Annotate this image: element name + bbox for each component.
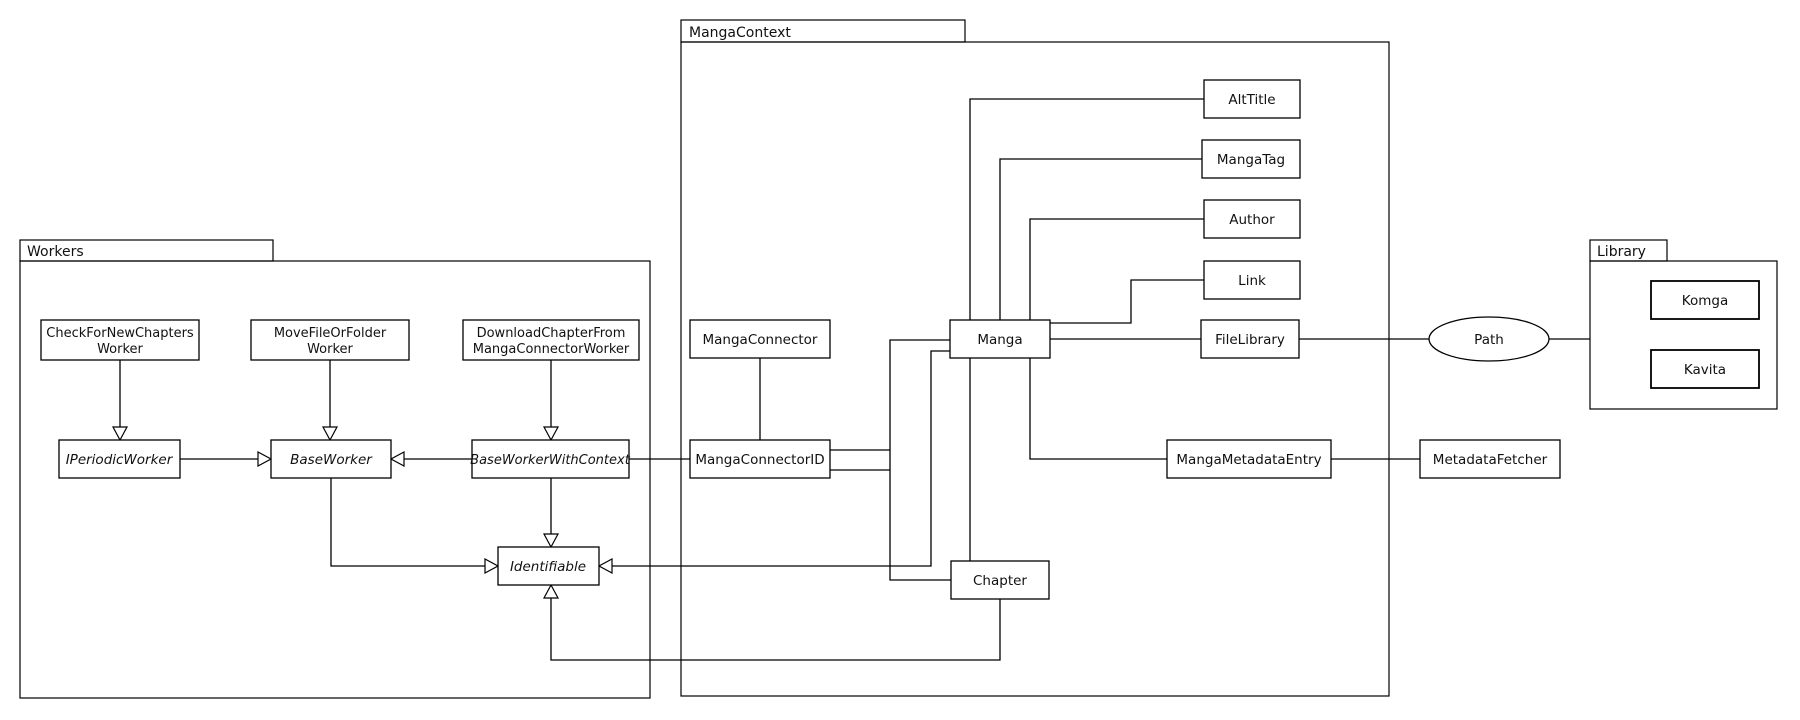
node-label: DownloadChapterFrom	[477, 326, 626, 341]
node-label: MoveFileOrFolder	[274, 326, 387, 341]
edge-mangaconnectorid-manga-chapter-tree	[830, 339, 951, 581]
node-label: Chapter	[973, 573, 1027, 589]
node-manga-metadata-entry: MangaMetadataEntry	[1166, 439, 1332, 479]
package-manga-context-body	[680, 41, 1390, 697]
path-ellipse	[1428, 316, 1550, 362]
node-link: Link	[1203, 260, 1301, 300]
edge-manga-alttitle	[969, 98, 1204, 320]
node-label: BaseWorkerWithContext	[470, 453, 631, 468]
node-label: MangaConnectorID	[695, 452, 824, 468]
edge-downloadworker-baseworkerwithcontext	[542, 360, 560, 442]
node-identifiable: Identifiable	[497, 546, 600, 586]
node-manga-connector-id: MangaConnectorID	[689, 439, 831, 479]
node-manga-connector: MangaConnector	[689, 319, 831, 359]
edge-moveworker-baseworker	[321, 360, 339, 442]
node-path: Path	[1428, 316, 1550, 362]
generalization-arrowhead	[389, 450, 405, 468]
generalization-arrowhead	[321, 426, 339, 442]
node-check-for-new-chapters-worker: CheckForNewChapters Worker	[40, 319, 200, 361]
node-kavita: Kavita	[1650, 349, 1760, 389]
generalization-arrowhead	[542, 426, 560, 442]
node-label: Manga	[977, 332, 1022, 348]
node-author: Author	[1203, 199, 1301, 239]
node-manga-tag: MangaTag	[1201, 139, 1301, 179]
node-label: MangaMetadataEntry	[1176, 452, 1321, 468]
generalization-arrowhead	[111, 426, 129, 442]
node-alt-title: AltTitle	[1203, 79, 1301, 119]
edge-baseworker-identifiable	[330, 478, 500, 575]
edge-baseworkerwithcontext-identifiable	[542, 478, 560, 549]
node-file-library: FileLibrary	[1200, 319, 1300, 359]
node-label: CheckForNewChapters	[46, 326, 194, 341]
node-metadata-fetcher: MetadataFetcher	[1419, 439, 1561, 479]
node-label: FileLibrary	[1215, 332, 1285, 348]
node-label: Worker	[307, 342, 353, 357]
package-workers-label: Workers	[27, 244, 84, 260]
package-workers: Workers	[19, 239, 651, 699]
node-manga: Manga	[949, 319, 1051, 359]
edge-manga-mangatag	[999, 158, 1202, 320]
node-move-file-or-folder-worker: MoveFileOrFolder Worker	[250, 319, 410, 361]
node-chapter: Chapter	[950, 560, 1050, 600]
node-label: Link	[1238, 273, 1266, 289]
edge-manga-author	[1029, 218, 1204, 320]
package-manga-context-label: MangaContext	[689, 25, 791, 41]
edge-checkworker-iperiodicworker	[111, 360, 129, 442]
node-iperiodic-worker: IPeriodicWorker	[58, 439, 181, 479]
node-label: MangaTag	[1217, 152, 1285, 168]
edge-manga-mangametadataentry	[1029, 358, 1167, 460]
generalization-arrowhead	[257, 450, 273, 468]
node-label: IPeriodicWorker	[66, 452, 174, 468]
node-label: AltTitle	[1228, 92, 1275, 108]
node-label: Identifiable	[510, 559, 586, 575]
edge-manga-identifiable	[597, 350, 950, 575]
node-label: MetadataFetcher	[1433, 452, 1548, 468]
node-komga: Komga	[1650, 280, 1760, 320]
node-base-worker: BaseWorker	[270, 439, 392, 479]
edge-manga-link	[1050, 279, 1204, 324]
package-manga-context: MangaContext	[680, 19, 1390, 697]
edge-iperiodicworker-baseworker	[180, 450, 273, 468]
package-library-label: Library	[1597, 244, 1646, 260]
node-label: Worker	[97, 342, 143, 357]
generalization-arrowhead	[542, 533, 560, 549]
package-workers-body	[19, 260, 651, 699]
generalization-arrowhead	[597, 557, 613, 575]
generalization-edges	[111, 350, 1001, 661]
node-label: MangaConnector	[703, 332, 818, 348]
node-label: BaseWorker	[290, 452, 373, 468]
edge-baseworkerwithcontext-baseworker	[389, 450, 472, 468]
generalization-arrowhead	[542, 583, 560, 599]
node-label: Author	[1229, 212, 1275, 228]
node-download-chapter-from-manga-connector-worker: DownloadChapterFrom MangaConnectorWorker	[462, 319, 640, 361]
package-library-body	[1589, 260, 1778, 410]
node-label: Komga	[1682, 293, 1728, 309]
node-base-worker-with-context: BaseWorkerWithContext	[470, 439, 631, 479]
package-library: Library	[1589, 239, 1778, 410]
edge-chapter-identifiable	[542, 583, 1001, 661]
node-label: MangaConnectorWorker	[473, 342, 630, 357]
node-label: Path	[1474, 332, 1504, 348]
node-label: Kavita	[1684, 362, 1726, 378]
association-edges	[629, 98, 1590, 581]
generalization-arrowhead	[484, 557, 500, 575]
